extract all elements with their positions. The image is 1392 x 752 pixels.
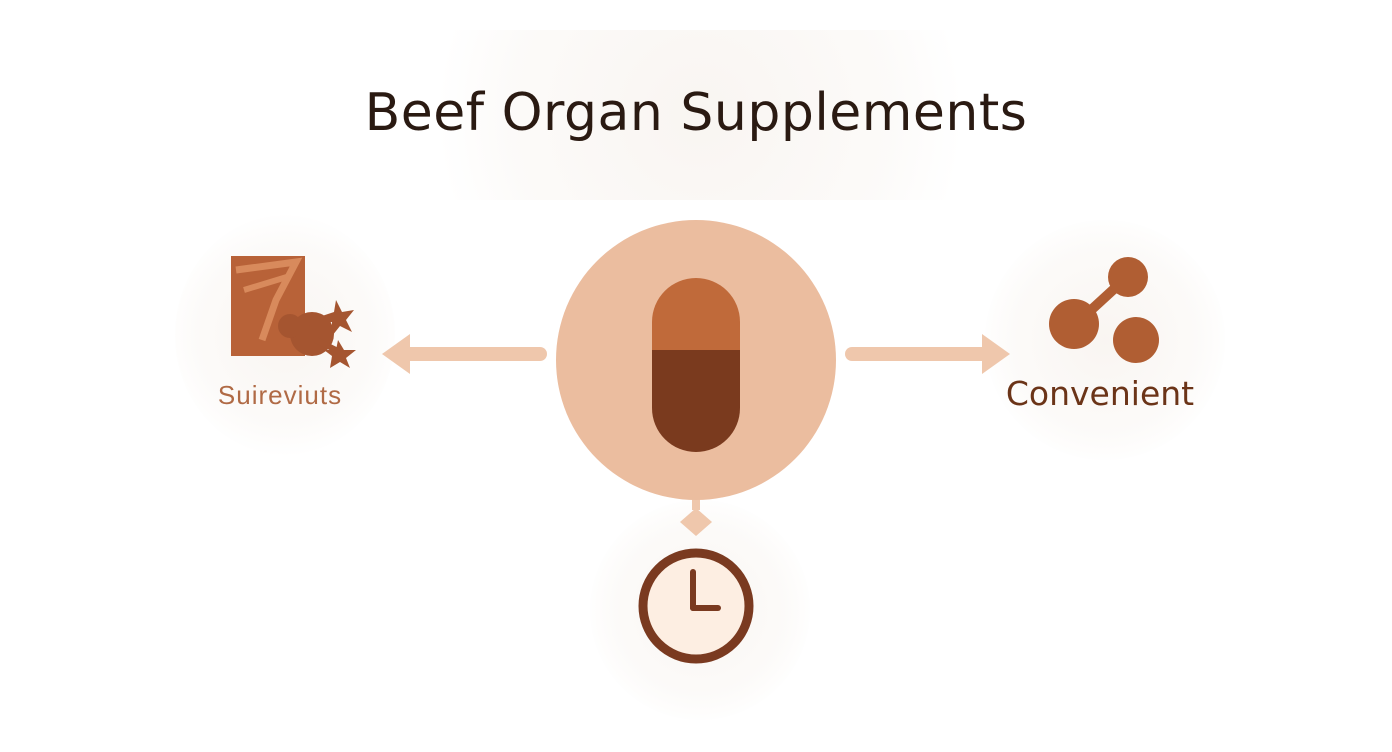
title-glow: [360, 30, 1040, 200]
center-node: [556, 220, 836, 500]
molecule-icon: [1049, 257, 1159, 363]
organ-meat-icon: [231, 256, 356, 368]
diagram-title: Beef Organ Supplements: [364, 83, 1028, 143]
arrow-left: [382, 334, 547, 374]
clock-icon: [638, 548, 754, 664]
right-glow: [985, 220, 1225, 460]
arrow-right: [845, 334, 1010, 374]
capsule-icon: [652, 278, 740, 452]
left-node-label: Suirevіuts: [217, 380, 343, 410]
arrow-down: [680, 498, 712, 536]
right-node-label: Convenient: [1005, 374, 1195, 413]
